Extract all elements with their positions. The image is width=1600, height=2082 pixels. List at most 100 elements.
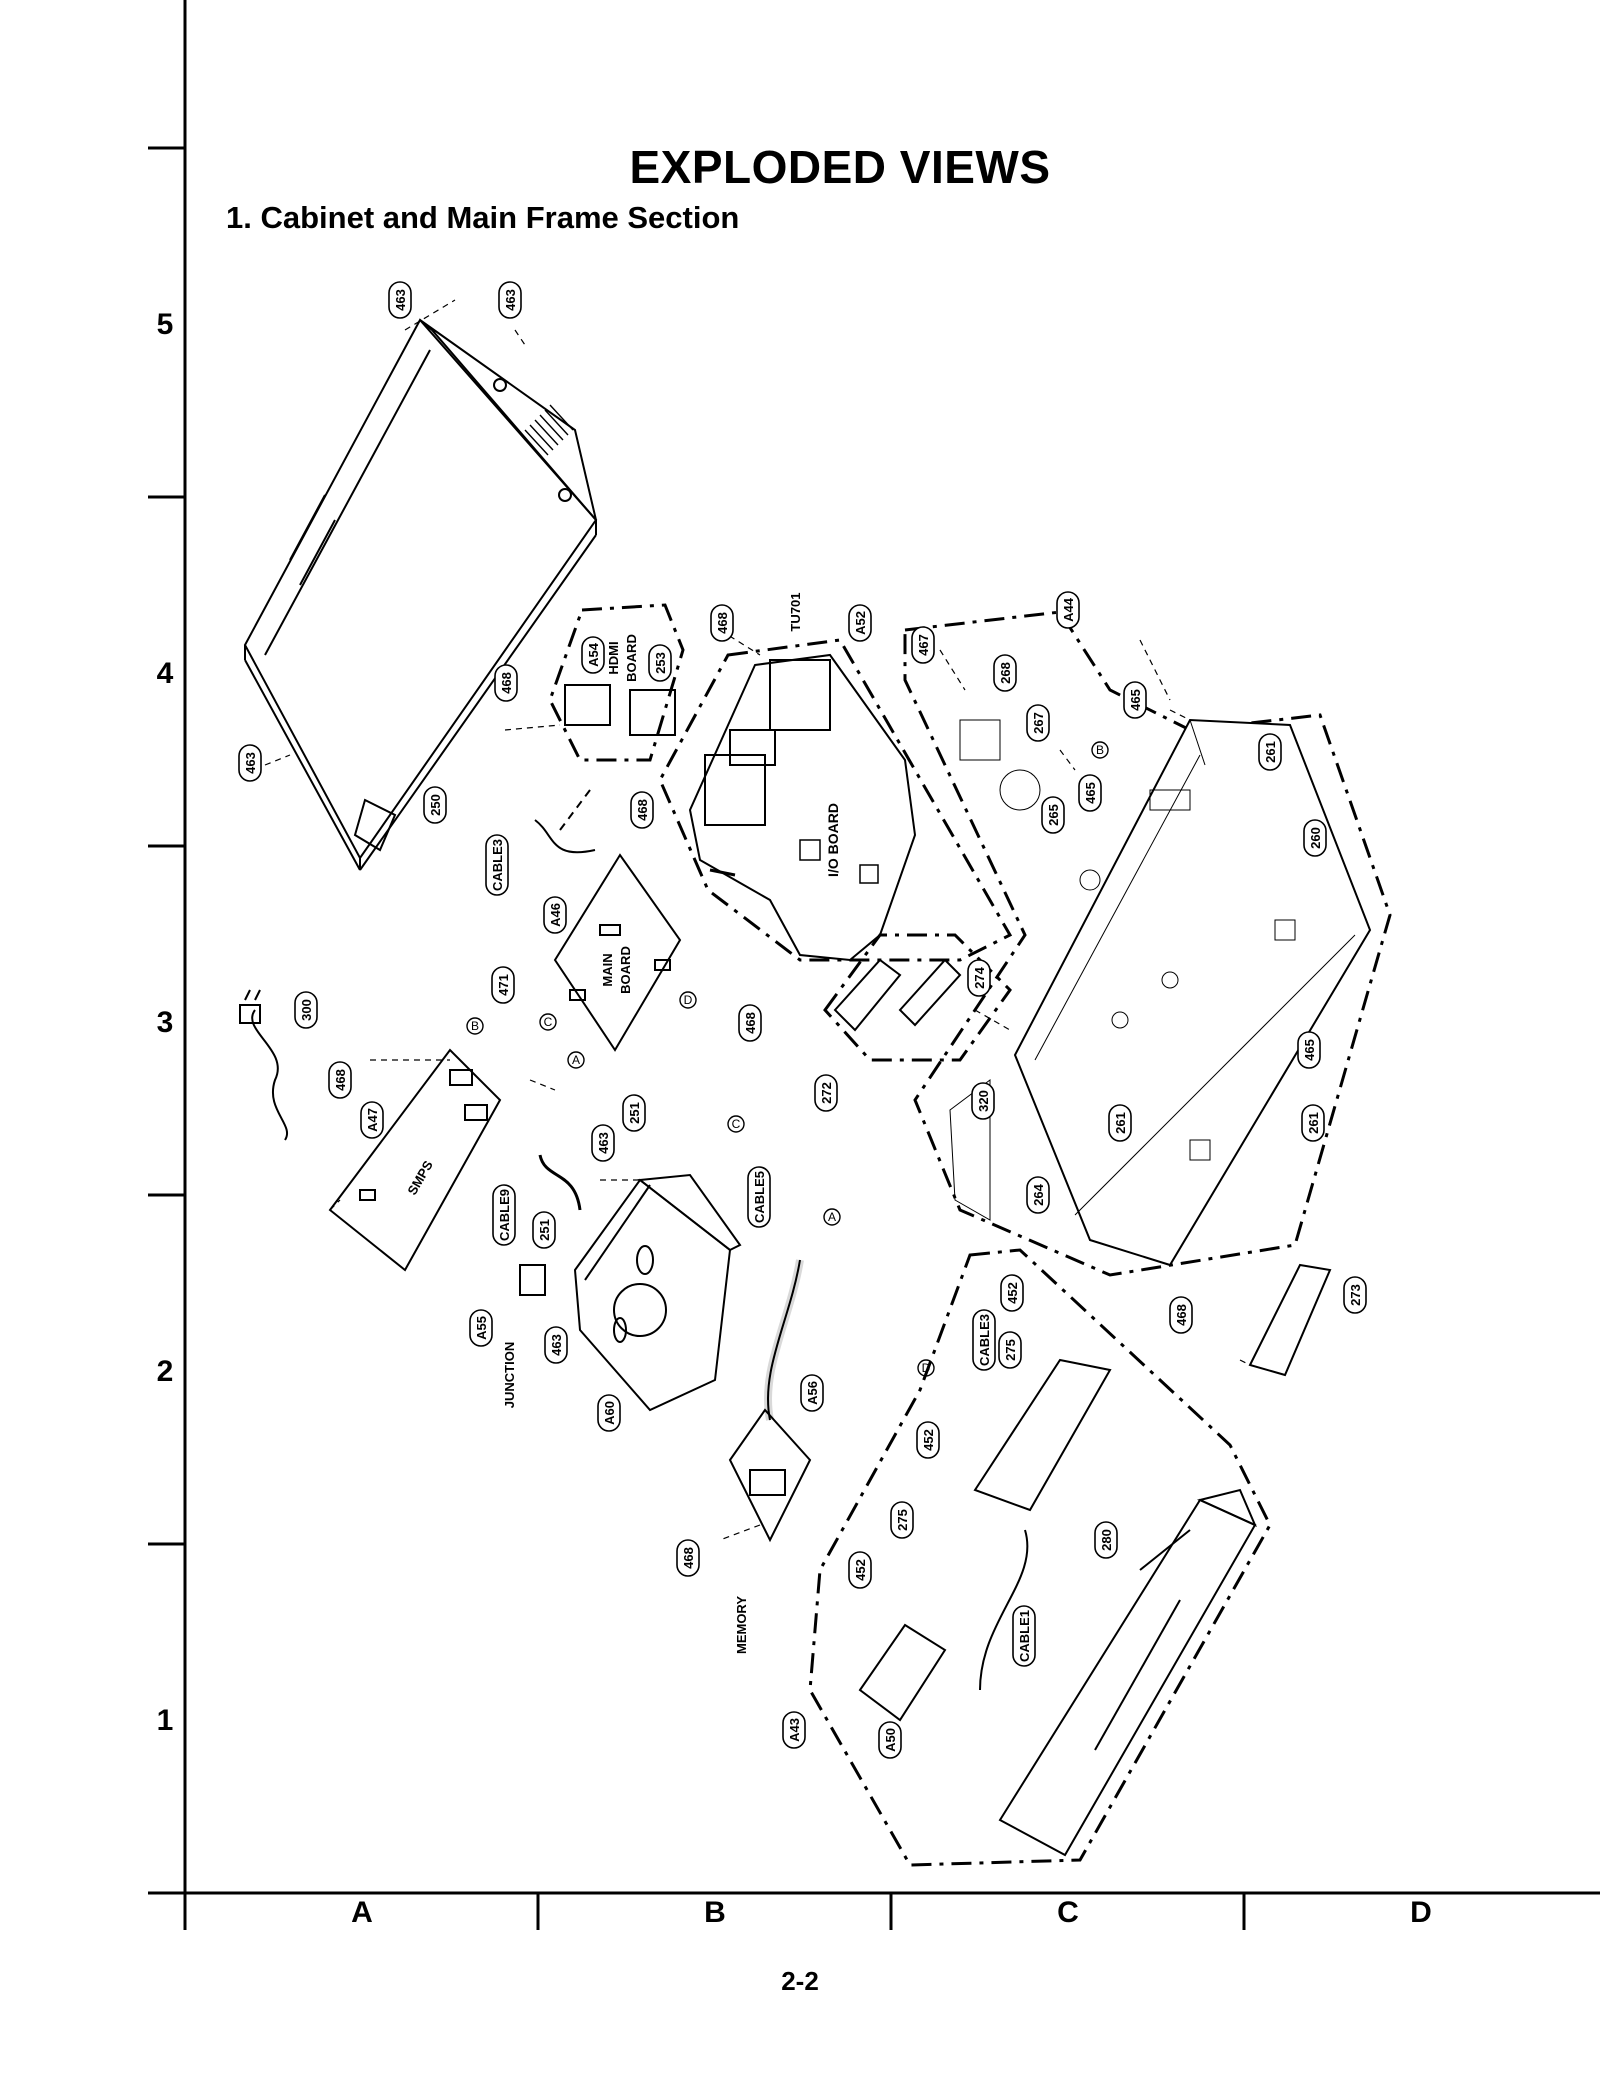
svg-text:A55: A55 xyxy=(474,1316,489,1340)
svg-text:468: 468 xyxy=(681,1547,696,1569)
svg-text:261: 261 xyxy=(1113,1112,1128,1134)
balloon-A46: A46 xyxy=(543,896,567,934)
grid-row-label-2: 2 xyxy=(156,1355,174,1388)
balloon-465-right: 465 xyxy=(1297,1031,1321,1069)
grid-col-label-b: B xyxy=(704,1896,726,1929)
svg-text:A: A xyxy=(572,1053,580,1067)
svg-text:468: 468 xyxy=(743,1012,758,1034)
svg-text:468: 468 xyxy=(715,612,730,634)
balloon-251-left: 251 xyxy=(532,1211,556,1249)
svg-text:CABLE1: CABLE1 xyxy=(1017,1610,1032,1662)
svg-text:251: 251 xyxy=(537,1219,552,1241)
svg-text:A46: A46 xyxy=(548,903,563,927)
balloon-274: 274 xyxy=(967,959,991,997)
connector-labels: B D C A B C A D xyxy=(466,741,1109,1377)
hdmi-board-group xyxy=(548,603,685,762)
balloon-261-mid: 261 xyxy=(1108,1104,1132,1142)
svg-text:471: 471 xyxy=(496,974,511,996)
balloon-250: 250 xyxy=(423,786,447,824)
svg-text:A: A xyxy=(828,1210,836,1224)
io-board-text: I/O BOARD xyxy=(825,803,841,877)
svg-text:463: 463 xyxy=(596,1132,611,1154)
junction-text: JUNCTION xyxy=(502,1342,517,1408)
balloon-468-hdmi: 468 xyxy=(494,664,518,702)
disc-drive xyxy=(538,1154,742,1412)
svg-text:251: 251 xyxy=(627,1102,642,1124)
balloon-260: 260 xyxy=(1303,819,1327,857)
grid-row-label-4: 4 xyxy=(156,657,174,690)
svg-text:264: 264 xyxy=(1031,1183,1046,1205)
svg-text:463: 463 xyxy=(393,289,408,311)
balloon-280: 280 xyxy=(1094,1521,1118,1559)
svg-text:267: 267 xyxy=(1031,712,1046,734)
svg-text:465: 465 xyxy=(1083,782,1098,804)
balloon-465-mid: 465 xyxy=(1078,774,1102,812)
balloon-253: 253 xyxy=(648,644,672,682)
balloon-273: 273 xyxy=(1343,1276,1367,1314)
balloon-452-top: 452 xyxy=(1000,1274,1024,1312)
smps-text: SMPS xyxy=(404,1158,436,1198)
svg-text:A56: A56 xyxy=(805,1381,820,1405)
svg-text:463: 463 xyxy=(503,289,518,311)
smps-board xyxy=(328,1048,502,1272)
junction-card xyxy=(519,1264,546,1296)
svg-text:280: 280 xyxy=(1099,1529,1114,1551)
balloon-cable5: CABLE5 xyxy=(747,1166,771,1228)
svg-text:272: 272 xyxy=(819,1082,834,1104)
main-board-text: BOARD xyxy=(618,946,633,994)
grid-frame xyxy=(148,0,1600,1930)
svg-text:452: 452 xyxy=(853,1559,868,1581)
chassis-group xyxy=(903,610,1392,1277)
svg-text:A60: A60 xyxy=(602,1401,617,1425)
balloon-A55: A55 xyxy=(469,1309,493,1347)
balloon-A54: A54 xyxy=(581,636,605,674)
grid-row-label-3: 3 xyxy=(156,1006,174,1039)
grid-col-label-a: A xyxy=(351,1896,373,1929)
leader-lines xyxy=(264,299,1251,1541)
svg-text:B: B xyxy=(1096,743,1104,757)
svg-text:268: 268 xyxy=(998,662,1013,684)
hdmi-text: HDMI xyxy=(606,641,621,674)
balloon-463-left: 463 xyxy=(238,744,262,782)
balloon-A43: A43 xyxy=(782,1711,806,1749)
balloon-251-top: 251 xyxy=(622,1094,646,1132)
balloon-300: 300 xyxy=(294,991,318,1029)
balloon-cable3-left: CABLE3 xyxy=(485,834,509,896)
balloon-264: 264 xyxy=(1026,1176,1050,1214)
svg-text:468: 468 xyxy=(333,1069,348,1091)
balloon-A47: A47 xyxy=(360,1101,384,1139)
balloon-A52: A52 xyxy=(848,604,872,642)
balloon-471: 471 xyxy=(491,966,515,1004)
balloon-320: 320 xyxy=(971,1082,995,1120)
balloon-452-mid: 452 xyxy=(916,1421,940,1459)
svg-text:CABLE5: CABLE5 xyxy=(752,1171,767,1223)
grid-col-label-c: C xyxy=(1057,1896,1079,1929)
svg-text:452: 452 xyxy=(1005,1282,1020,1304)
main-text: MAIN xyxy=(600,953,615,986)
svg-text:467: 467 xyxy=(916,634,931,656)
connector-b-smps: B xyxy=(466,1017,484,1035)
balloon-cable3-front: CABLE3 xyxy=(972,1309,996,1371)
connector-b-top: B xyxy=(1091,741,1109,759)
hdmi-board-text: BOARD xyxy=(624,634,639,682)
memory-text: MEMORY xyxy=(734,1596,749,1654)
balloon-468-smps: 468 xyxy=(328,1061,352,1099)
svg-text:D: D xyxy=(922,1361,931,1375)
svg-text:A54: A54 xyxy=(586,642,601,667)
balloon-275-top: 275 xyxy=(998,1331,1022,1369)
balloon-cable9: CABLE9 xyxy=(492,1184,516,1246)
connector-c-main: C xyxy=(539,1013,557,1031)
svg-text:468: 468 xyxy=(635,799,650,821)
part-labels: 463 463 463 250 468 A54 HDMI BOARD 253 4… xyxy=(238,281,1367,1759)
svg-text:C: C xyxy=(544,1015,553,1029)
balloon-468-io-left: 468 xyxy=(630,791,654,829)
balloon-265: 265 xyxy=(1041,796,1065,834)
balloon-463-top2: 463 xyxy=(498,281,522,319)
svg-text:CABLE3: CABLE3 xyxy=(490,839,505,891)
balloon-452-low: 452 xyxy=(848,1551,872,1589)
svg-text:A52: A52 xyxy=(853,611,868,635)
svg-text:275: 275 xyxy=(895,1509,910,1531)
svg-text:CABLE3: CABLE3 xyxy=(977,1314,992,1366)
section-subtitle: 1. Cabinet and Main Frame Section xyxy=(226,200,740,235)
balloon-467: 467 xyxy=(911,626,935,664)
